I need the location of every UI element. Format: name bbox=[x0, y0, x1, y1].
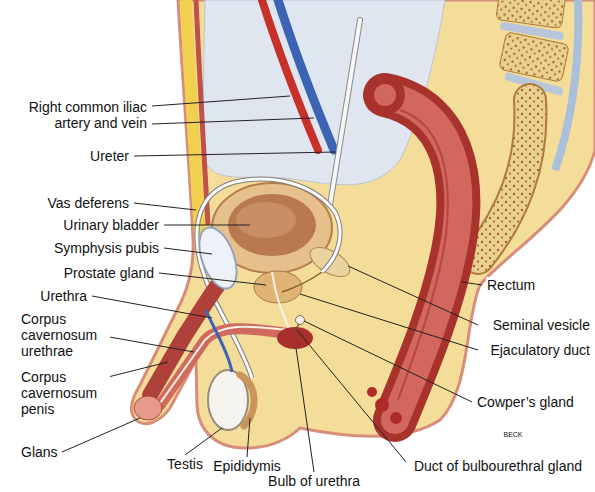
part-label: Duct of bulbourethral gland bbox=[413, 458, 583, 474]
rectum-wall bbox=[385, 95, 458, 420]
leader-line bbox=[297, 330, 406, 462]
part-label: Glans bbox=[20, 444, 59, 460]
leader-line bbox=[152, 118, 314, 124]
leader-line bbox=[134, 203, 196, 210]
part-label: Seminal vesicle bbox=[492, 317, 591, 333]
leader-line bbox=[348, 266, 478, 325]
sigmoid-section bbox=[365, 75, 405, 115]
leader-line bbox=[152, 96, 290, 106]
rectum-fold bbox=[398, 110, 448, 400]
part-label: Symphysis pubis bbox=[53, 240, 160, 256]
sacrum bbox=[478, 100, 530, 258]
part-label: Cowper’s gland bbox=[476, 394, 575, 410]
leader-line bbox=[247, 418, 250, 457]
leader-line bbox=[304, 321, 472, 402]
part-label: Urethra bbox=[39, 288, 88, 304]
cowpers-gland bbox=[296, 316, 305, 325]
leader-line bbox=[164, 248, 212, 254]
part-label: Testis bbox=[166, 456, 204, 472]
leader-line bbox=[185, 428, 222, 455]
part-label: BECK bbox=[502, 430, 523, 439]
part-label: Rectum bbox=[486, 277, 536, 293]
leader-line bbox=[62, 418, 140, 452]
ejaculatory-duct bbox=[282, 272, 322, 292]
part-label: Bulb of urethra bbox=[267, 473, 361, 489]
symphysis-pubis bbox=[192, 222, 244, 293]
anal-cushion bbox=[367, 387, 377, 397]
bladder-mucosa bbox=[236, 202, 296, 238]
sacrum bbox=[478, 100, 530, 258]
leader-line bbox=[92, 296, 212, 318]
leader-line bbox=[462, 282, 482, 285]
leader-line bbox=[164, 225, 250, 226]
anal-cushion bbox=[375, 398, 389, 412]
part-label: Vas deferens bbox=[47, 195, 130, 211]
anal-cushion bbox=[390, 412, 402, 424]
leader-line bbox=[300, 294, 478, 350]
part-label: Urinary bladder bbox=[62, 217, 160, 233]
glans bbox=[134, 396, 162, 420]
part-label: Prostate gland bbox=[63, 265, 155, 281]
body-section bbox=[132, 0, 595, 448]
leader-lines bbox=[62, 96, 482, 472]
leader-line bbox=[104, 336, 194, 352]
leader-line bbox=[296, 348, 314, 472]
part-label: Right common iliac artery and vein bbox=[21, 99, 148, 131]
spermatic-vessel bbox=[206, 310, 232, 372]
iliac-vein bbox=[278, 0, 334, 150]
sigmoid-lumen bbox=[374, 84, 396, 106]
spinal-canal bbox=[555, 0, 578, 170]
part-label: Corpus cavernosum penis bbox=[20, 369, 110, 417]
part-label: Epididymis bbox=[212, 458, 282, 474]
ureter bbox=[330, 20, 360, 205]
leader-line bbox=[104, 362, 168, 378]
rectus-muscle bbox=[196, 0, 208, 225]
epididymis bbox=[240, 375, 254, 426]
rectum-lumen bbox=[385, 95, 458, 420]
leader-line bbox=[159, 273, 266, 285]
leader-line bbox=[134, 152, 336, 156]
part-label: Ejaculatory duct bbox=[489, 342, 591, 358]
part-label: Ureter bbox=[89, 148, 130, 164]
ureter bbox=[330, 20, 360, 205]
part-label: Corpus cavernosum urethrae bbox=[20, 311, 110, 359]
